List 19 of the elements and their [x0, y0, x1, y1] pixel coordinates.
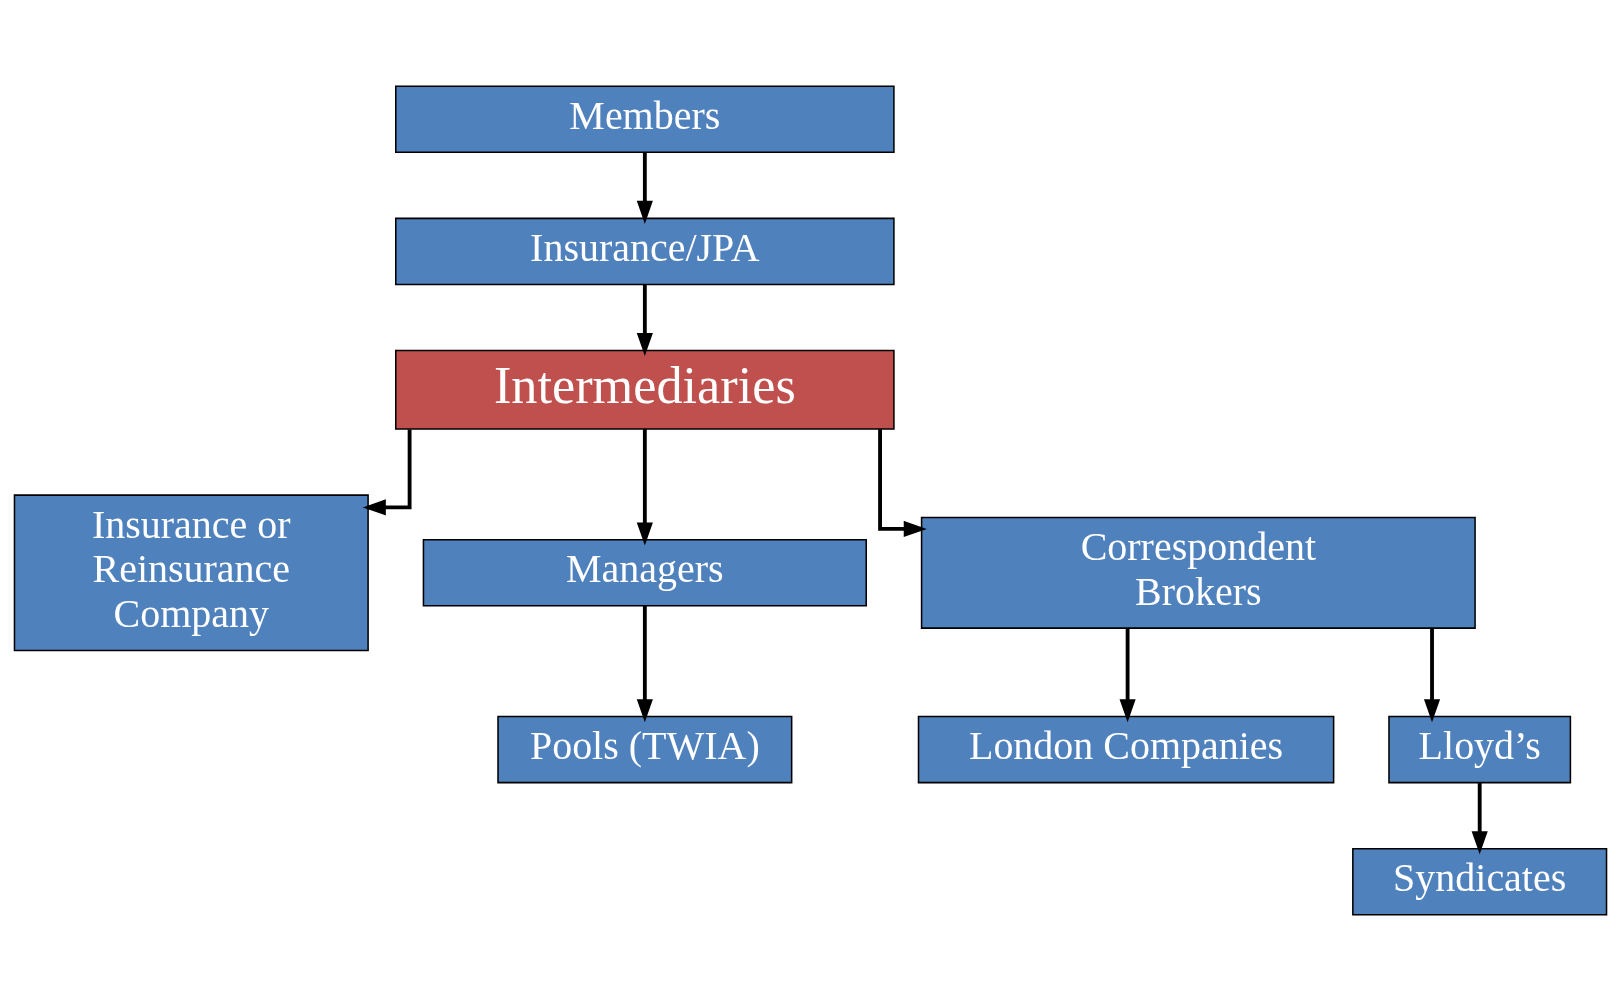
node-box: Pools (TWIA) [497, 715, 793, 784]
node-box: Correspondent Brokers [920, 516, 1476, 629]
node-box: Intermediaries [395, 349, 895, 430]
arrow [636, 429, 653, 546]
arrow [878, 429, 927, 538]
node-box: Insurance or Reinsurance Company [13, 494, 369, 652]
arrow [1119, 628, 1136, 723]
arrow [636, 606, 653, 723]
arrow [1423, 628, 1441, 723]
node-box: Lloyd’s [1388, 715, 1572, 784]
node-box: London Companies [917, 715, 1335, 784]
node-box: Syndicates [1352, 847, 1608, 916]
node-box: Managers [422, 538, 867, 607]
arrow [362, 429, 412, 516]
arrow [636, 152, 653, 224]
arrow [1471, 782, 1488, 855]
node-box: Insurance/JPA [395, 217, 895, 286]
node-box: Members [395, 85, 895, 154]
arrow [636, 284, 653, 357]
